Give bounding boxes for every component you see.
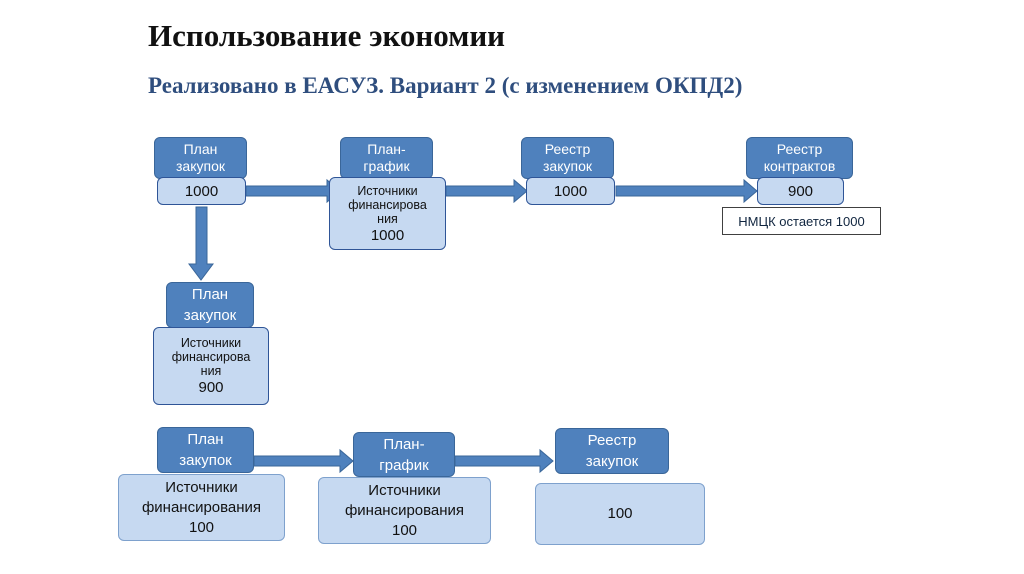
row2-plan-sources-value: 900 xyxy=(198,379,224,396)
row1-plan-value: 1000 xyxy=(157,177,246,205)
arrow-registry-to-contracts xyxy=(615,178,758,204)
row3-schedule-sources-value: 100 xyxy=(391,521,418,539)
row3-plan-sources-box: Источники финансирования 100 xyxy=(118,474,285,541)
row3-schedule-box: План- график xyxy=(353,432,455,477)
row3-schedule-sources-box: Источники финансирования 100 xyxy=(318,477,491,544)
row1-schedule-box: План- график xyxy=(340,137,433,179)
arrow-plan-down xyxy=(188,206,214,281)
arrow-schedule-to-registry xyxy=(445,178,528,204)
row1-contracts-value: 900 xyxy=(757,177,844,205)
row3-schedule-sources-label: Источники финансирования xyxy=(344,481,465,519)
row1-contracts-box: Реестр контрактов xyxy=(746,137,853,179)
row1-plan-box: План закупок xyxy=(154,137,247,179)
nmck-note: НМЦК остается 1000 xyxy=(722,207,881,235)
arrow-row3-schedule-to-registry xyxy=(454,448,554,474)
row3-plan-box: План закупок xyxy=(157,427,254,473)
row1-registry-box: Реестр закупок xyxy=(521,137,614,179)
row3-plan-sources-value: 100 xyxy=(188,518,215,536)
row2-plan-box: План закупок xyxy=(166,282,254,328)
row1-schedule-sources-label: Источники финансирова ния xyxy=(348,183,427,226)
page-title: Использование экономии xyxy=(148,18,506,53)
arrow-row3-plan-to-schedule xyxy=(253,448,354,474)
row2-plan-sources-box: Источники финансирова ния 900 xyxy=(153,327,269,405)
row1-registry-value: 1000 xyxy=(526,177,615,205)
page-subtitle: Реализовано в ЕАСУЗ. Вариант 2 (с измене… xyxy=(148,73,743,98)
row1-schedule-sources-value: 1000 xyxy=(370,226,405,244)
arrow-plan-to-schedule xyxy=(245,178,341,204)
row3-registry-box: Реестр закупок xyxy=(555,428,669,474)
row3-registry-value: 100 xyxy=(535,483,705,545)
row2-plan-sources-label: Источники финансирова ния xyxy=(171,336,251,378)
row1-schedule-sources-box: Источники финансирова ния 1000 xyxy=(329,177,446,250)
row3-plan-sources-label: Источники финансирования xyxy=(141,478,262,516)
